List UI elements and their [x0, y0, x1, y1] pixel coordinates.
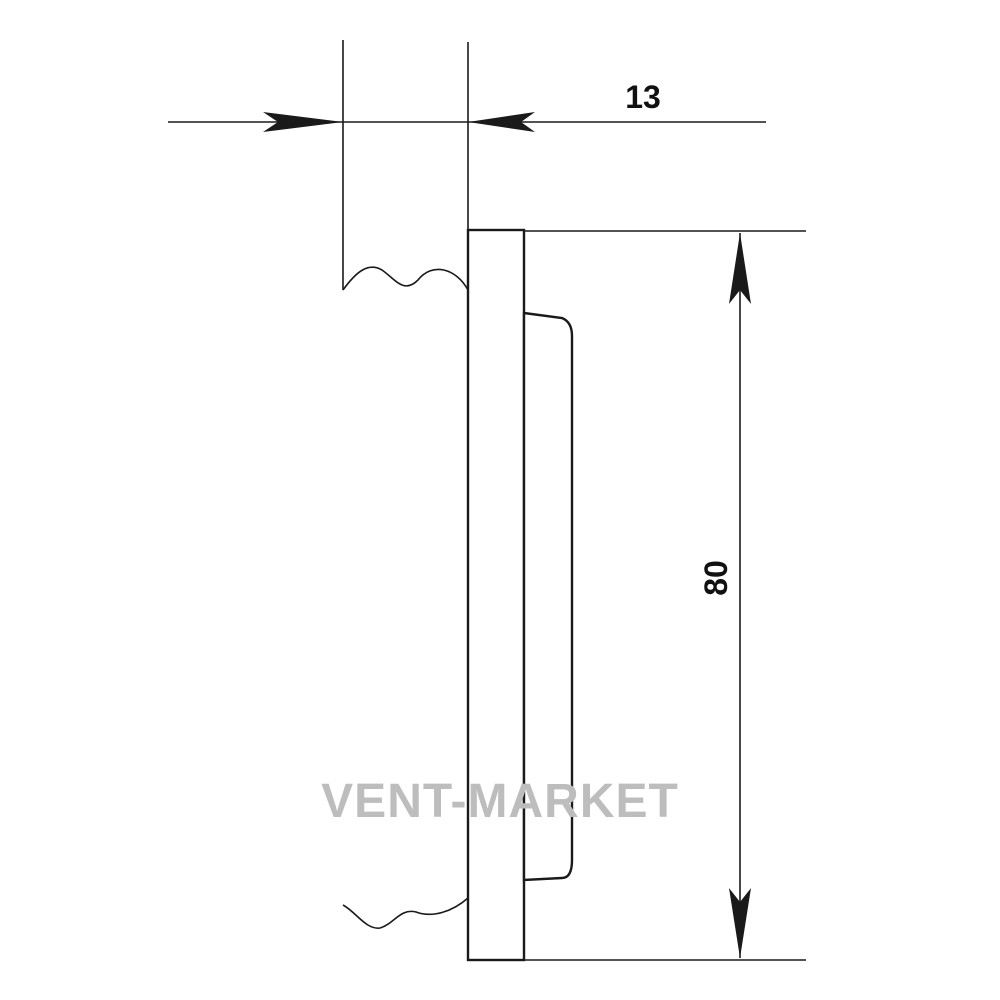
- depth-label: 13: [625, 79, 661, 115]
- depth-dimension: 13: [168, 40, 766, 290]
- depth-arrow-right: [468, 112, 535, 132]
- wall-break-top: [342, 266, 469, 291]
- depth-arrow-left: [263, 112, 343, 132]
- height-arrow-top: [729, 233, 751, 304]
- height-arrow-bottom: [729, 888, 751, 958]
- height-dimension: 80: [524, 230, 806, 961]
- grille-louver-panel: [522, 311, 574, 882]
- grille-frame: [466, 228, 526, 962]
- height-label: 80: [698, 560, 734, 596]
- watermark: VENT-MARKET: [321, 775, 679, 828]
- wall-break-bottom: [342, 897, 469, 929]
